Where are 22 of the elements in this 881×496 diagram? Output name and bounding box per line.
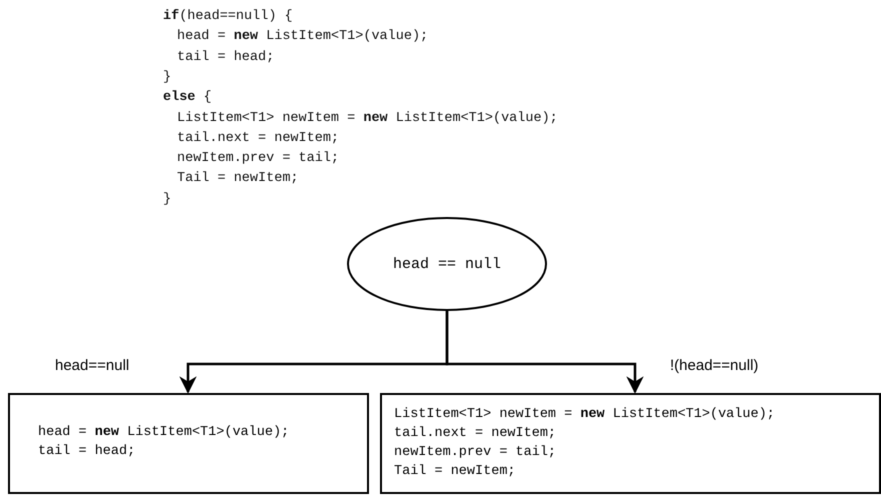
code-line: tail = head;	[177, 48, 274, 67]
code-line: else {	[163, 89, 212, 108]
edge-label: head==null	[55, 357, 130, 374]
process-box	[380, 393, 881, 494]
code-line: Tail = newItem;	[394, 463, 517, 481]
code-line: Tail = newItem;	[177, 170, 299, 188]
code-line: ListItem<T1> newItem = new ListItem<T1>(value);	[394, 406, 776, 424]
code-line: newItem.prev = tail;	[394, 444, 558, 462]
code-line: head = new ListItem<T1>(value);	[177, 28, 428, 46]
arrow	[446, 311, 644, 394]
code-line: newItem.prev = tail;	[177, 150, 340, 168]
code-line: if(head==null) {	[163, 8, 293, 26]
code-line: }	[163, 190, 172, 209]
condition-text: head == null	[392, 256, 502, 272]
code-line: head = new ListItem<T1>(value);	[38, 424, 290, 442]
code-line: }	[163, 68, 172, 87]
code-line: tail.next = newItem;	[177, 130, 340, 148]
code-line: ListItem<T1> newItem = new ListItem<T1>(value);	[177, 110, 558, 128]
process-box	[8, 393, 369, 494]
code-line: tail = head;	[38, 443, 136, 461]
code-line: tail.next = newItem;	[394, 425, 558, 443]
edge-label: !(head==null)	[670, 357, 758, 374]
